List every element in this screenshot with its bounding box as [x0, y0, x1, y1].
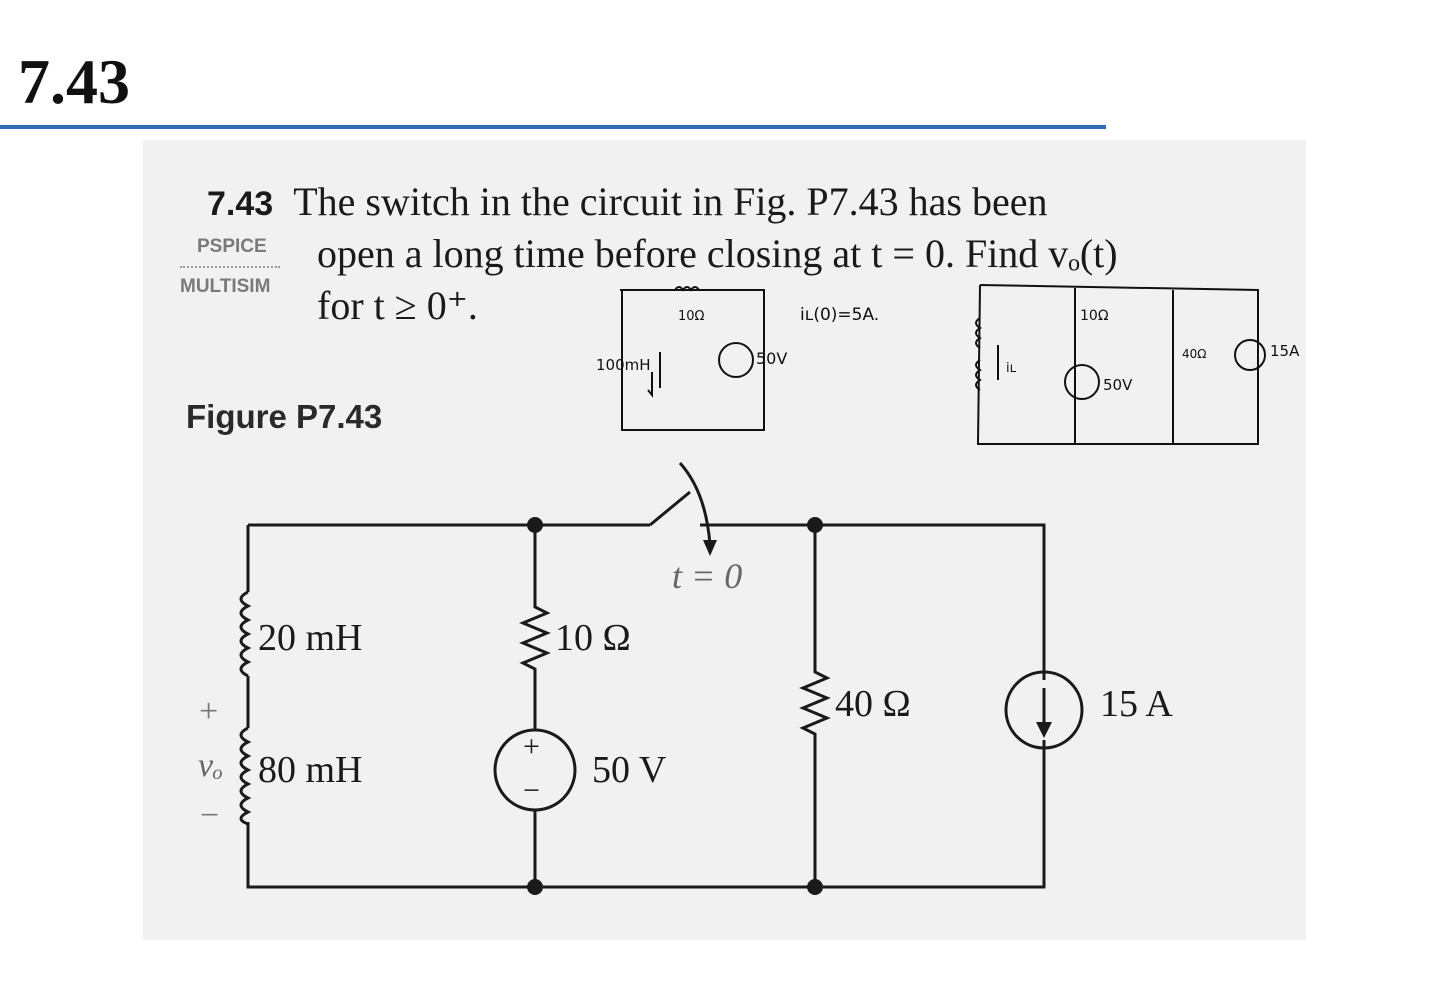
node-top-right	[807, 517, 823, 533]
pspice-tag: PSPICE	[197, 236, 267, 257]
problem-line-1: The switch in the circuit in Fig. P7.43 …	[293, 179, 1048, 224]
resistor-40	[799, 525, 831, 887]
hand-left-source: 50V	[756, 349, 787, 368]
title-underline	[0, 125, 1106, 129]
label-vo-plus: +	[199, 693, 218, 730]
hand-right-current: iʟ	[1006, 361, 1017, 376]
switch-arrow-head	[703, 540, 717, 556]
current-source-15a	[1004, 670, 1084, 750]
hand-right-current-source: 15A	[1270, 342, 1300, 360]
label-20mh: 20 mH	[258, 617, 363, 659]
hand-right-resistor-top: 10Ω	[1080, 308, 1109, 324]
problem-number: 7.43	[207, 185, 274, 223]
figure-label: Figure P7.43	[186, 398, 383, 435]
scanned-textbook-page	[143, 140, 1306, 940]
handwritten-sketch-left	[620, 286, 765, 431]
hand-initial-current: iʟ(0)=5A.	[800, 305, 879, 325]
label-80mh: 80 mH	[258, 749, 363, 791]
switch-motion-arrow	[678, 461, 712, 546]
hand-left-resistor: 10Ω	[678, 309, 705, 324]
source-plus: +	[523, 730, 540, 763]
handwritten-sketch-right	[975, 284, 1266, 445]
top-wire-right	[700, 523, 1046, 680]
hand-right-source: 50V	[1103, 376, 1133, 394]
problem-line-2: open a long time before closing at t = 0…	[317, 231, 1118, 276]
label-vo-minus: −	[200, 797, 219, 834]
slide-title: 7.43	[18, 46, 130, 117]
inductor-80mh	[239, 726, 252, 826]
multisim-tag: MULTISIM	[180, 276, 271, 297]
switch-blade	[649, 490, 691, 527]
current-arrow-head	[1036, 722, 1052, 738]
hand-left-inductor: 100mH	[596, 356, 651, 374]
node-bottom-right	[807, 879, 823, 895]
problem-line-3: for t ≥ 0⁺.	[317, 283, 478, 328]
node-top-left	[527, 517, 543, 533]
label-switch-time: t = 0	[672, 556, 742, 596]
source-minus: −	[523, 774, 540, 807]
label-15a: 15 A	[1100, 683, 1173, 725]
hand-right-resistor-mid: 40Ω	[1182, 347, 1206, 361]
inductor-20mh	[239, 590, 252, 678]
label-10-ohm: 10 Ω	[555, 617, 631, 659]
tag-divider	[180, 266, 280, 268]
label-vo: vₒ	[198, 747, 223, 784]
node-bottom-left	[527, 879, 543, 895]
label-50v: 50 V	[592, 749, 667, 791]
resistor-10	[519, 525, 551, 730]
label-40-ohm: 40 Ω	[835, 683, 911, 725]
bottom-wire	[246, 740, 1046, 889]
